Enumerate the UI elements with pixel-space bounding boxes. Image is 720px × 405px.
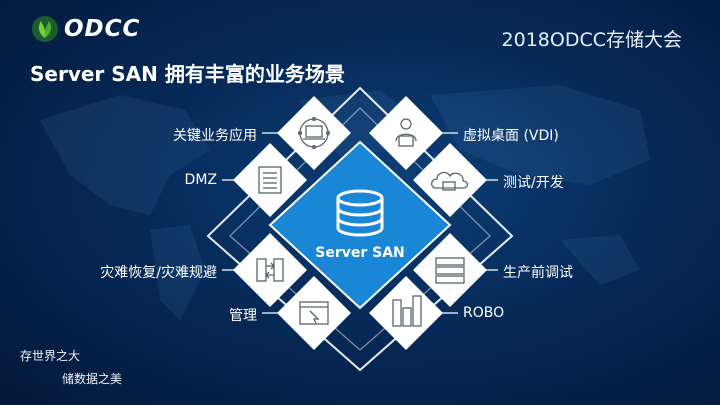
label-management: 管理 [229,308,257,324]
tile-vdi [369,96,443,170]
odcc-logo: ODCC [30,14,140,44]
conference-title: 2018ODCC存储大会 [501,29,682,51]
network-monitor-icon [297,116,331,150]
label-dmz: DMZ [184,172,217,188]
cloud-icon [430,171,469,191]
label-pre-production: 生产前调试 [503,265,573,281]
tile-robo [369,276,443,350]
tile-critical-apps [277,96,351,170]
slogan-line-2: 储数据之美 [62,372,123,386]
tile-test-dev [413,143,487,217]
label-vdi: 虚拟桌面 (VDI) [463,128,559,144]
vm-failover-icon [256,258,284,282]
tile-pre-production [413,233,487,307]
slogan-line-1: 存世界之大 [20,349,81,363]
label-test-dev: 测试/开发 [503,175,564,191]
label-critical-apps: 关键业务应用 [173,128,257,144]
office-buildings-icon [392,295,422,327]
center-label: Server SAN [315,245,405,261]
tile-management [277,276,351,350]
logo-text: ODCC [64,16,141,42]
slide-title: Server SAN 拥有丰富的业务场景 [30,62,345,86]
browser-cursor-icon [299,301,329,325]
label-disaster-recovery: 灾难恢复/灾难规避 [100,265,217,281]
server-rack-icon [258,166,282,194]
database-icon [336,189,384,237]
tile-dmz [233,143,307,217]
tile-disaster-recovery [233,233,307,307]
user-desktop-icon [395,118,417,147]
label-robo: ROBO [463,305,505,321]
leaf-logo-icon [32,16,58,42]
server-stack-icon [435,257,465,284]
